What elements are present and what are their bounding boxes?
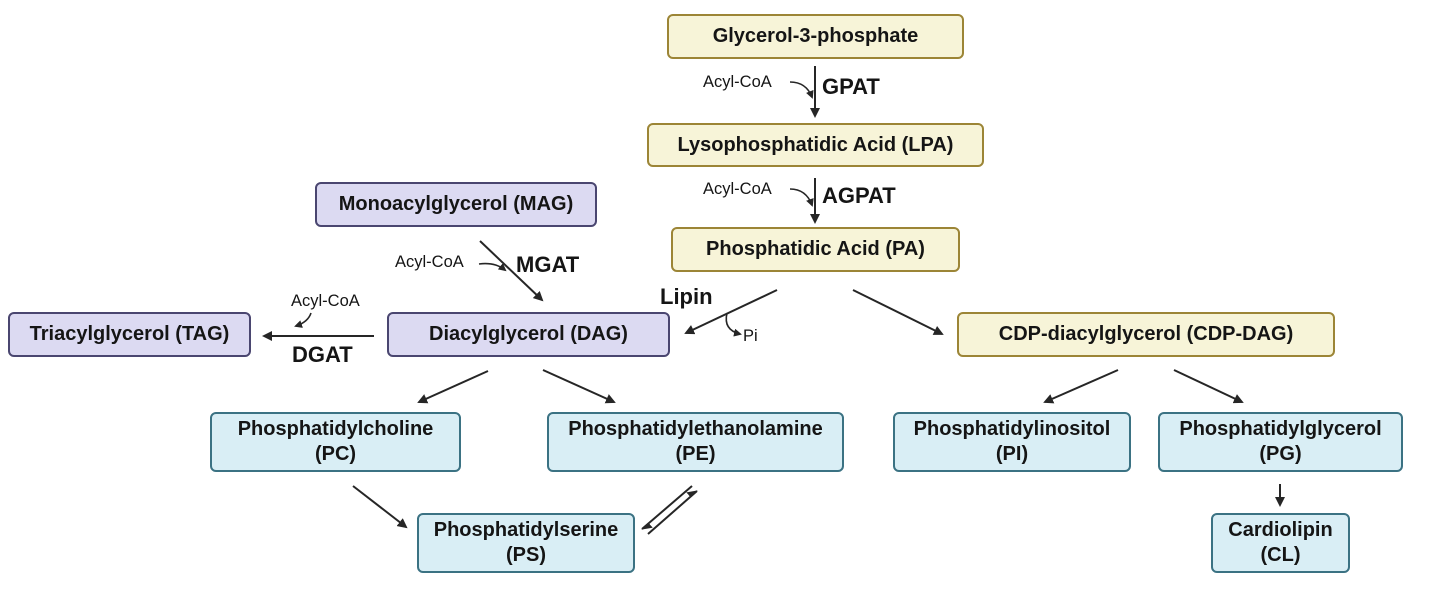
node-monoacylglycerol: Monoacylglycerol (MAG) bbox=[315, 182, 597, 227]
cofactor-label-agpat-acyl-coa: Acyl-CoA bbox=[703, 180, 772, 198]
node-label-abbrev: (PG) bbox=[1259, 443, 1302, 465]
node-phosphatidylcholine: Phosphatidylcholine (PC) bbox=[210, 412, 461, 472]
node-cdp-diacylglycerol: CDP-diacylglycerol (CDP-DAG) bbox=[957, 312, 1335, 357]
node-label-name: Cardiolipin bbox=[1228, 519, 1333, 541]
node-phosphatidylglycerol: Phosphatidylglycerol (PG) bbox=[1158, 412, 1403, 472]
node-label-name: Phosphatidylinositol bbox=[913, 418, 1111, 440]
node-glycerol-3-phosphate: Glycerol-3-phosphate bbox=[667, 14, 964, 59]
node-label-name: Phosphatidylglycerol bbox=[1179, 418, 1382, 440]
arrow-pe-to-ps bbox=[641, 485, 693, 530]
arrow-pc-to-ps bbox=[352, 485, 408, 529]
arrow-pi-release bbox=[725, 312, 742, 337]
arrow-acyl-coa-mgat bbox=[478, 262, 507, 272]
cofactor-label-dgat-acyl-coa: Acyl-CoA bbox=[291, 292, 360, 310]
arrow-cdp-dag-to-pg bbox=[1173, 369, 1244, 404]
cofactor-label-gpat-acyl-coa: Acyl-CoA bbox=[703, 73, 772, 91]
enzyme-label-mgat: MGAT bbox=[516, 252, 580, 277]
arrow-pa-to-dag bbox=[684, 289, 778, 335]
arrow-ps-to-pe bbox=[647, 490, 698, 535]
node-label: Triacylglycerol (TAG) bbox=[29, 323, 230, 345]
node-label: CDP-diacylglycerol (CDP-DAG) bbox=[998, 323, 1294, 345]
node-label-abbrev: (PC) bbox=[314, 443, 357, 465]
node-label-abbrev: (PE) bbox=[675, 443, 716, 465]
enzyme-label-lipin: Lipin bbox=[660, 284, 713, 309]
node-label: Glycerol-3-phosphate bbox=[712, 25, 919, 47]
arrow-pa-to-cdp-dag bbox=[852, 289, 944, 335]
node-phosphatidylethanolamine: Phosphatidylethanolamine (PE) bbox=[547, 412, 844, 472]
cofactor-label-mgat-acyl-coa: Acyl-CoA bbox=[395, 253, 464, 271]
enzyme-label-agpat: AGPAT bbox=[822, 183, 896, 208]
enzyme-label-gpat: GPAT bbox=[822, 74, 880, 99]
node-phosphatidylinositol: Phosphatidylinositol (PI) bbox=[893, 412, 1131, 472]
node-label-abbrev: (PI) bbox=[995, 443, 1029, 465]
node-label: Monoacylglycerol (MAG) bbox=[338, 193, 574, 215]
node-diacylglycerol: Diacylglycerol (DAG) bbox=[387, 312, 670, 357]
node-lysophosphatidic-acid: Lysophosphatidic Acid (LPA) bbox=[647, 123, 984, 167]
arrow-acyl-coa-dgat bbox=[294, 312, 312, 328]
arrow-dag-to-pe bbox=[542, 369, 616, 404]
node-triacylglycerol: Triacylglycerol (TAG) bbox=[8, 312, 251, 357]
node-label: Lysophosphatidic Acid (LPA) bbox=[677, 133, 954, 156]
node-phosphatidylserine: Phosphatidylserine (PS) bbox=[417, 513, 635, 573]
cofactor-label-lipin-pi: Pi bbox=[743, 327, 758, 345]
node-label-name: Phosphatidylethanolamine bbox=[568, 418, 823, 440]
node-cardiolipin: Cardiolipin (CL) bbox=[1211, 513, 1350, 573]
node-label: Diacylglycerol (DAG) bbox=[429, 323, 628, 345]
node-label-name: Phosphatidylserine bbox=[433, 519, 619, 541]
arrow-mag-to-dag bbox=[479, 240, 544, 302]
node-label-name: Phosphatidylcholine bbox=[237, 418, 434, 440]
enzyme-label-dgat: DGAT bbox=[292, 342, 353, 367]
arrow-acyl-coa-gpat bbox=[789, 81, 814, 99]
node-label-abbrev: (CL) bbox=[1260, 544, 1301, 566]
node-label: Phosphatidic Acid (PA) bbox=[706, 238, 925, 260]
arrow-acyl-coa-agpat bbox=[789, 188, 814, 207]
arrow-dag-to-pc bbox=[417, 370, 489, 404]
node-phosphatidic-acid: Phosphatidic Acid (PA) bbox=[671, 227, 960, 272]
node-label-abbrev: (PS) bbox=[506, 544, 546, 566]
arrow-cdp-dag-to-pi bbox=[1043, 369, 1119, 404]
